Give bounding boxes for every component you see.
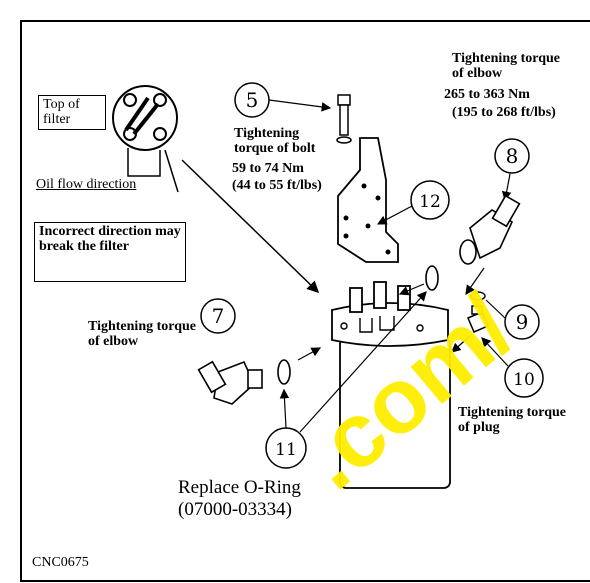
callout-12-leader — [376, 205, 413, 225]
callout-11-leader-left — [279, 388, 290, 429]
bolt-torque-imperial: (44 to 55 ft/lbs) — [232, 178, 322, 193]
callout-12-number: 12 — [419, 192, 441, 212]
elbow-torque-imperial: (195 to 268 ft/lbs) — [452, 105, 556, 120]
plug-arrow — [451, 335, 471, 353]
plug-torque-label: Tightening torque of plug — [458, 405, 567, 435]
oring-part-number: (07000-03334) — [178, 499, 292, 520]
elbow-left-arrow — [297, 347, 322, 361]
oring-right — [425, 265, 439, 291]
oring-small — [470, 291, 486, 301]
elbow-right — [459, 194, 521, 265]
filter-head-detail — [340, 316, 424, 333]
top-of-filter-label: Top of filter — [38, 95, 106, 131]
oring-right-arrow — [398, 283, 425, 296]
callout-11-number: 11 — [275, 440, 297, 460]
bracket-holes — [343, 183, 391, 255]
callout-10-circle — [504, 358, 544, 398]
callout-7-number: 7 — [212, 304, 225, 328]
callout-9-circle — [504, 304, 540, 340]
elbow-left — [197, 360, 263, 405]
callout-8-circle — [494, 138, 530, 174]
inset-to-filter-arrow — [181, 159, 320, 294]
callout-12-circle — [410, 180, 450, 220]
oil-flow-direction-label: Oil flow direction — [36, 177, 137, 192]
callout-8-number: 8 — [506, 144, 519, 168]
bracket-part — [337, 137, 399, 263]
replace-oring-label: Replace O-Ring — [178, 477, 301, 498]
callout-10-leader — [481, 337, 509, 367]
figure-frame — [20, 20, 590, 582]
callout-5-leader — [268, 99, 332, 112]
callout-9-number: 9 — [516, 310, 529, 334]
bolt-torque-title: Tightening torque of bolt — [234, 126, 316, 156]
filter-body — [331, 281, 451, 489]
elbow-left-torque-label: Tightening torque of elbow — [88, 319, 197, 349]
callout-5-number: 5 — [246, 88, 259, 112]
callout-11-leader-right — [299, 291, 427, 433]
callout-7-circle — [200, 298, 236, 334]
callout-9-leader — [485, 299, 506, 319]
plug-part — [467, 305, 489, 333]
callout-10-number: 10 — [513, 370, 535, 390]
bolt-part — [336, 94, 352, 144]
bolt-torque-value: 59 to 74 Nm — [232, 161, 304, 176]
incorrect-direction-warning: Incorrect direction may break the filter — [34, 222, 186, 282]
filter-top-inset — [112, 85, 179, 193]
elbow-right-arrow — [465, 267, 485, 295]
figure-code: CNC0675 — [32, 555, 89, 570]
elbow-torque-title: Tightening torque of elbow — [452, 51, 561, 81]
elbow-torque-value: 265 to 363 Nm — [444, 87, 530, 102]
oring-left — [277, 359, 291, 385]
